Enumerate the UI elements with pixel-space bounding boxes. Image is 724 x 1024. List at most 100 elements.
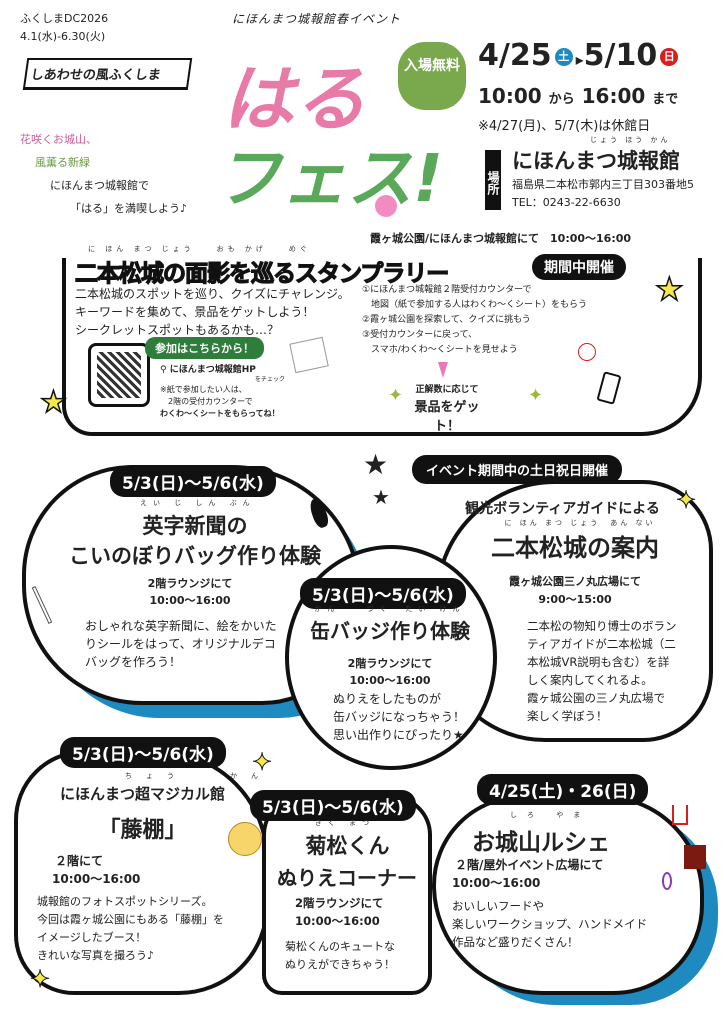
desc-line: シークレットスポットもあるかも…？	[75, 323, 280, 337]
venue-tel: TEL：0243-22-6630	[512, 196, 621, 209]
search-text: にほんまつ城報館HP	[169, 365, 256, 375]
desc-line: 楽しいワークショップ、ハンドメイド	[452, 917, 648, 931]
stamp-furigana: に ほん まつ じょう おも かげ めぐ	[88, 245, 311, 253]
event-bubble-marche	[432, 795, 704, 995]
compass-icon	[578, 343, 596, 361]
join-label: 参加はこちらから！	[145, 337, 264, 359]
step: ③受付カウンターに戻って、	[362, 330, 478, 340]
venue-name: にほんまつ城報館	[512, 149, 680, 173]
event-description: 二本松の物知り博士のボランティアガイドが二本松城（二本松城VR説明も含む）を詳し…	[527, 617, 677, 725]
desc-line: りシールをはって、オリジナルデコ	[85, 637, 276, 651]
event-place: ２階/屋外イベント広場にて	[455, 858, 604, 872]
event-description: おしゃれな英字新聞に、絵をかいたりシールをはって、オリジナルデコバッグを作ろう！	[85, 617, 277, 671]
event-bubble-fujidana	[14, 750, 269, 995]
furigana: ちょう かん	[125, 772, 272, 780]
venue-address: 福島県二本松市郭内三丁目303番地5	[512, 178, 694, 191]
stamp-steps: ①にほんまつ城報館２階受付カウンターで 地図（紙で参加する人はわくわ〜くシート）…	[362, 283, 587, 358]
event-hours: 10:00 から 16:00 まで	[478, 84, 678, 108]
furigana: きく まつ	[314, 819, 376, 827]
event-time: 9:00〜15:00	[538, 593, 612, 606]
star-icon: ★	[654, 269, 684, 309]
event-date: 4/25(土)・26(日)	[477, 774, 649, 805]
step: ①にほんまつ城報館２階受付カウンターで	[362, 285, 532, 295]
desc-line: 霞ヶ城公園の三ノ丸広場で	[527, 691, 665, 705]
poem-line: 風薫る新緑	[35, 156, 90, 169]
desc-line: おしゃれな英字新聞に、絵をかいた	[85, 619, 277, 633]
time-from: から	[548, 92, 575, 107]
desc-line: しく案内してくれるよ。	[527, 673, 653, 687]
poem-line: 「はる」を満喫しよう♪	[70, 202, 188, 215]
event-time: 10:00〜16:00	[295, 914, 380, 928]
desc-line: 城報館のフォトスポットシリーズ。	[37, 895, 213, 908]
event-date: 5/3(日)〜5/6(水)	[250, 790, 416, 821]
earrings-icon	[662, 872, 672, 890]
search-sub: をチェック	[255, 376, 286, 383]
event-title: 缶バッジ作り体験	[310, 619, 470, 643]
prize-line1: 正解数に応じて	[415, 385, 479, 395]
tote-bag-icon	[684, 845, 706, 869]
event-description: 菊松くんのキュートなぬりえができちゃう！	[285, 938, 395, 974]
event-place: 2階ラウンジにて	[347, 657, 433, 670]
qr-code[interactable]	[88, 343, 150, 407]
event-time: 10:00〜16:00	[452, 876, 541, 890]
sparkle-icon: ✦	[675, 486, 697, 515]
venue-label: 場所	[485, 150, 501, 210]
step: 地図（紙で参加する人はわくわ〜くシート）をもらう	[362, 300, 588, 310]
campaign-dates: 4.1(水)-6.30(火)	[20, 30, 106, 43]
event-date: イベント期間中の土日祝日開催	[412, 455, 623, 484]
sparkle-icon: ✦	[29, 965, 51, 994]
event-time: 10:00〜16:00	[349, 674, 431, 687]
event-description: 城報館のフォトスポットシリーズ。今回は霞ヶ城公園にもある「藤棚」をイメージしたブ…	[37, 893, 224, 965]
event-place: ２階にて	[55, 854, 104, 868]
event-place: 霞ヶ城公園三ノ丸広場にて	[509, 575, 641, 588]
time-until: まで	[652, 92, 679, 107]
desc-line: キーワードを集めて、景品をゲットしよう！	[75, 305, 315, 319]
desc-line: 本松城VR説明も含む）を詳	[527, 655, 670, 669]
event-description: ぬりえをしたものが缶バッジになっちゃう！思い出作りにぴったり★	[333, 690, 465, 744]
star-icon: ★	[363, 448, 389, 481]
furigana: しろ やま	[510, 811, 591, 819]
desc-line: きれいな写真を撮ろう♪	[37, 949, 155, 962]
free-admission-badge: 入場無料	[398, 42, 466, 110]
note-line: わくわ〜くシートをもらってね！	[160, 409, 280, 418]
event-date: 5/3(日)〜5/6(水)	[60, 737, 226, 768]
desc-line: 二本松城のスポットを巡り、クイズにチャレンジ。	[75, 287, 350, 301]
search-hint[interactable]: ⚲ にほんまつ城報館HP	[160, 362, 256, 375]
sparkle-icon: ✦	[528, 385, 544, 406]
event-title: にほんまつ超マジカル館	[59, 785, 225, 803]
time-end: 16:00	[581, 84, 646, 108]
desc-line: 思い出作りにぴったり★	[333, 728, 464, 742]
event-bubble-nurie	[262, 795, 432, 995]
flower-icon	[375, 195, 397, 217]
period-badge: 期間中開催	[532, 254, 626, 280]
stamp-description: 二本松城のスポットを巡り、クイズにチャレンジ。キーワードを集めて、景品をゲットし…	[75, 285, 350, 339]
event-time: 10:00〜16:00	[149, 594, 231, 607]
event-subtitle: にほんまつ城報館春イベント	[232, 12, 402, 26]
furigana: えい じ しん ぶん	[140, 499, 256, 507]
poem-line: 花咲くお城山、	[20, 133, 97, 146]
event-date: 5/3(日)〜5/6(水)	[110, 466, 276, 497]
date-start: 4/25	[478, 38, 552, 73]
event-date: 5/3(日)〜5/6(水)	[300, 578, 466, 609]
star-icon: ★	[372, 485, 390, 509]
sparkle-icon: ✦	[251, 748, 273, 777]
event-title: 「藤棚」	[98, 818, 187, 843]
desc-line: 作品など盛りだくさん！	[452, 935, 579, 949]
search-icon: ⚲	[160, 365, 170, 375]
kikumatsu-mascot	[228, 822, 262, 856]
day-badge-sun: 日	[660, 47, 679, 66]
event-time: 10:00〜16:00	[52, 872, 141, 886]
event-title: お城山ルシェ	[472, 830, 610, 856]
poem: 花咲くお城山、 風薫る新緑 にほんまつ城報館で 「はる」を満喫しよう♪	[20, 128, 187, 220]
event-description: おいしいフードや楽しいワークショップ、ハンドメイド作品など盛りだくさん！	[452, 897, 647, 951]
sparkle-icon: ✦	[388, 385, 404, 406]
title-haru: はる	[222, 57, 367, 141]
date-end: 5/10	[583, 38, 658, 73]
desc-line: イメージしたブース！	[37, 931, 147, 944]
step: ②霞ヶ城公園を探索して、クイズに挑もう	[362, 315, 531, 325]
furigana: に ほん まつ じょう あん ない	[504, 519, 656, 527]
paper-note: ※紙で参加したい人は、 2階の受付カウンターでわくわ〜くシートをもらってね！	[160, 384, 280, 420]
arrow-down-icon	[438, 362, 448, 378]
desc-line: おいしいフードや	[452, 899, 544, 913]
